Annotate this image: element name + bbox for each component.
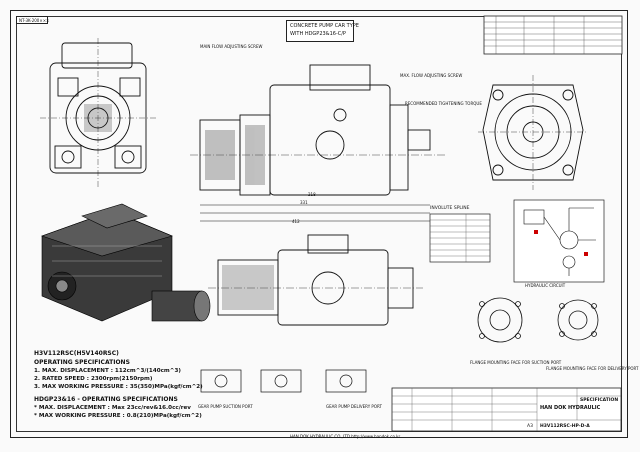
note-torque: RECOMMENDED TIGHTENING TORQUE — [405, 101, 482, 106]
outer-border — [10, 10, 628, 438]
drawing-title-box: CONCRETE PUMP CAR TYPE WITH HDGP23&16-C/… — [286, 20, 359, 42]
spec-model: H3V112RSC(H5V140RSC) — [34, 350, 119, 357]
spec-gear-title: HDGP23&16 - OPERATING SPECIFICATIONS — [34, 396, 178, 403]
dim-412: 412 — [292, 219, 300, 224]
spline-table — [429, 213, 491, 263]
gear-delivery-caption: GEAR PUMP DELIVERY PORT — [326, 404, 382, 409]
gear-suction-caption: GEAR PUMP SUCTION PORT — [198, 404, 253, 409]
pump-end-view — [40, 38, 156, 188]
spec-gear-item-2: * MAX WORKING PRESSURE : 0.8(210)MPa(kgf… — [34, 413, 202, 419]
company-name: HAN DOK HYDRAULIC — [540, 405, 601, 411]
pump-top-view — [208, 234, 423, 326]
flange-views — [477, 297, 599, 343]
pump-isometric — [41, 203, 211, 322]
doc-type: SPECIFICATION — [580, 398, 619, 403]
flange-end-view — [478, 75, 588, 190]
involute-title: INVOLUTE SPLINE — [430, 206, 470, 211]
revision-table — [483, 15, 623, 55]
hydraulic-circuit — [513, 199, 605, 283]
drawing-title-line1: CONCRETE PUMP CAR TYPE — [290, 23, 359, 29]
gear-port-views — [200, 369, 367, 393]
spec-gear-item-1: * MAX. DISPLACEMENT : Max 23cc/rev&16.0c… — [34, 405, 191, 411]
circuit-caption: HYDRAULIC CIRCUIT — [525, 283, 566, 288]
dim-218: 218 — [308, 192, 316, 197]
sheet-size: A3 — [527, 424, 533, 429]
spec-op-item-3: 3. MAX WORKING PRESSURE : 35(350)MPa(kgf… — [34, 384, 203, 390]
flange-delivery-caption: FLANGE MOUNTING FACE FOR DELIVERY PORT — [546, 366, 639, 371]
note-main-flow: MAIN FLOW ADJUSTING SCREW — [200, 44, 263, 49]
spec-op-item-2: 2. RATED SPEED : 2300rpm(2150rpm) — [34, 376, 153, 382]
spec-op-item-1: 1. MAX. DISPLACEMENT : 112cm^3/(140cm^3) — [34, 368, 181, 374]
dim-331: 331 — [300, 200, 308, 205]
flange-suction-caption: FLANGE MOUNTING FACE FOR SUCTION PORT — [470, 360, 562, 365]
drawing-title-line2: WITH HDGP23&16-C/P — [290, 31, 346, 37]
note-max-flow: MAX. FLOW ADJUSTING SCREW — [400, 73, 463, 78]
title-block — [391, 387, 622, 432]
drawing-number: H3V112RSC-HP-D-A — [540, 424, 590, 429]
spec-op-title: OPERATING SPECIFICATIONS — [34, 359, 130, 366]
pump-side-view — [190, 64, 445, 222]
inner-border — [16, 16, 622, 432]
drawing-code: NT-3K-200××× — [19, 18, 50, 23]
code-box: NT-3K-200××× — [16, 16, 50, 24]
footer-company: HAN DOK HYDRAULIC CO.,LTD http://www.han… — [290, 434, 401, 439]
